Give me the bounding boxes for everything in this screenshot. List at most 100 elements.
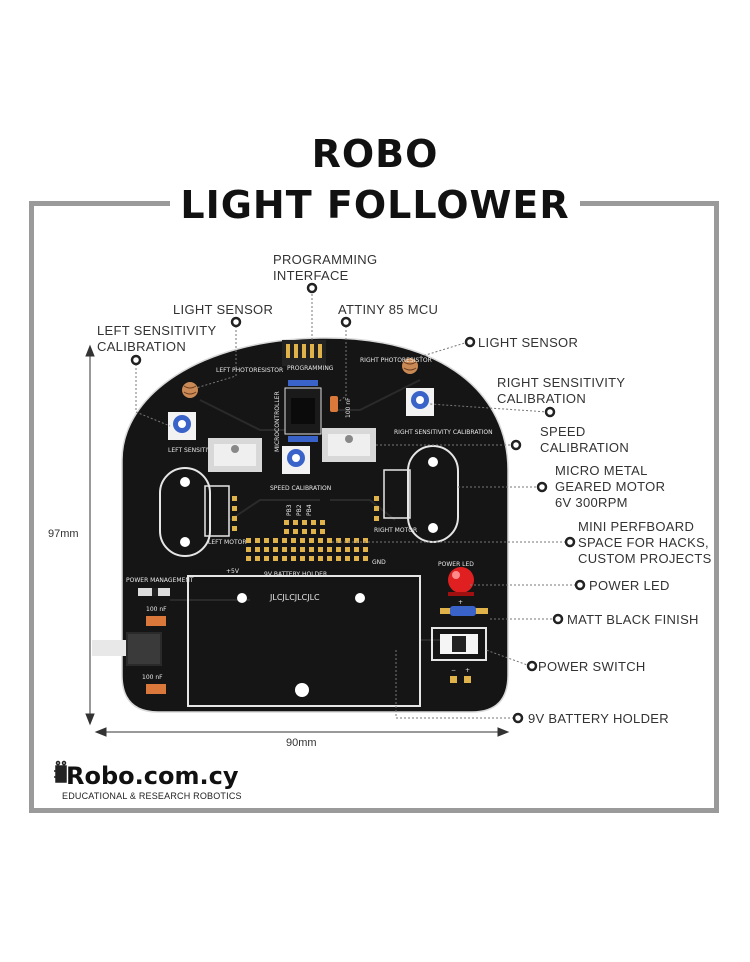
right-motor-driver xyxy=(322,428,376,462)
pcb-led-plus: + xyxy=(458,599,463,606)
width-dimension xyxy=(94,727,510,737)
pcb-cap3: 100 nF xyxy=(345,397,352,418)
perfboard-hole xyxy=(302,529,307,534)
label-speed-line-1: SPEED xyxy=(540,424,586,439)
speed-pot xyxy=(282,446,310,474)
label-battery: 9V BATTERY HOLDER xyxy=(528,711,669,726)
label-motor-line-1: MICRO METAL xyxy=(555,463,648,478)
dot-motor xyxy=(536,481,548,493)
label-speed-line-2: CALIBRATION xyxy=(540,440,630,455)
power-management-components xyxy=(138,588,170,694)
pcb-battery-holder: 9V BATTERY HOLDER xyxy=(264,571,327,578)
perfboard-hole xyxy=(320,529,325,534)
left-motor-mount xyxy=(159,467,230,557)
perfboard-hole xyxy=(300,547,305,552)
perfboard-hole xyxy=(318,538,323,543)
left-pot xyxy=(168,412,196,440)
perfboard-hole xyxy=(345,547,350,552)
label-perfboard-line-3: CUSTOM PROJECTS xyxy=(578,551,712,566)
label-motor: MICRO METAL GEARED MOTOR 6V 300RPM xyxy=(555,463,665,511)
left-motor-driver xyxy=(208,438,262,472)
perfboard-hole xyxy=(282,556,287,561)
dot-power-switch xyxy=(526,660,538,672)
label-left-sensitivity-line-2: CALIBRATION xyxy=(97,339,187,354)
label-programming-line-2: INTERFACE xyxy=(273,268,349,283)
label-perfboard-line-1: MINI PERFBOARD xyxy=(578,519,695,534)
pcb-cap2: 100 nF xyxy=(142,674,163,681)
perfboard-hole xyxy=(345,556,350,561)
perfboard-hole xyxy=(318,556,323,561)
perfboard-hole xyxy=(318,547,323,552)
perfboard-hole xyxy=(273,547,278,552)
perfboard-hole xyxy=(300,556,305,561)
pcb-left-motor: LEFT MOTOR xyxy=(208,539,247,546)
robo-logo-icon xyxy=(54,760,67,783)
perfboard xyxy=(246,520,368,561)
perfboard-hole xyxy=(264,547,269,552)
dot-programming xyxy=(306,282,318,294)
perfboard-hole xyxy=(255,556,260,561)
perfboard-hole xyxy=(291,547,296,552)
perfboard-hole xyxy=(264,556,269,561)
pcb-programming: PROGRAMMING xyxy=(287,365,334,372)
label-speed: SPEED CALIBRATION xyxy=(540,424,629,456)
pcb-power-led: POWER LED xyxy=(438,561,474,568)
perfboard-hole xyxy=(273,556,278,561)
perfboard-hole xyxy=(282,538,287,543)
label-programming-line-1: PROGRAMMING xyxy=(273,252,378,267)
label-power-led: POWER LED xyxy=(589,578,670,593)
dot-battery xyxy=(512,712,524,724)
leader-lines xyxy=(135,290,580,719)
dot-speed xyxy=(510,439,522,451)
logo-tagline: EDUCATIONAL & RESEARCH ROBOTICS xyxy=(62,791,242,801)
label-right-sensitivity-line-1: RIGHT SENSITIVITY xyxy=(497,375,626,390)
label-matt-black: MATT BLACK FINISH xyxy=(567,612,699,627)
led-resistor xyxy=(440,606,488,616)
perfboard-hole xyxy=(327,538,332,543)
label-right-sensitivity-line-2: CALIBRATION xyxy=(497,391,587,406)
perfboard-hole xyxy=(354,547,359,552)
perfboard-hole xyxy=(246,556,251,561)
perfboard-hole xyxy=(284,529,289,534)
pcb-pin-pb2: PB2 xyxy=(296,504,303,516)
perfboard-hole xyxy=(291,556,296,561)
label-power-switch: POWER SWITCH xyxy=(538,659,646,674)
pcb-jlc: JLCJLCJLCJLC xyxy=(269,593,320,602)
pcb-power-management: POWER MANAGEMENT xyxy=(126,577,194,584)
label-right-sensitivity: RIGHT SENSITIVITY CALIBRATION xyxy=(497,375,625,407)
perfboard-hole xyxy=(336,556,341,561)
logo-name: Robo.com.cy xyxy=(66,762,239,790)
label-motor-line-3: 6V 300RPM xyxy=(555,495,628,510)
dot-left-sensitivity xyxy=(130,354,142,366)
perfboard-hole xyxy=(264,538,269,543)
perfboard-hole xyxy=(309,538,314,543)
pcb-minus: − xyxy=(451,667,456,674)
perfboard-hole xyxy=(293,529,298,534)
title-line-2-text: LIGHT FOLLOWER xyxy=(170,183,580,227)
dimension-height: 97mm xyxy=(48,528,79,540)
battery-holder xyxy=(187,575,421,707)
label-programming: PROGRAMMING INTERFACE xyxy=(273,252,377,284)
perfboard-hole xyxy=(246,538,251,543)
programming-header xyxy=(282,340,326,366)
dot-matt-black xyxy=(552,613,564,625)
perfboard-hole xyxy=(363,538,368,543)
right-pot xyxy=(406,388,434,416)
perfboard-hole xyxy=(354,556,359,561)
label-left-sensitivity-line-1: LEFT SENSITIVITY xyxy=(97,323,217,338)
perfboard-hole xyxy=(363,547,368,552)
perfboard-hole xyxy=(255,538,260,543)
right-photoresistor xyxy=(402,358,418,374)
perfboard-hole xyxy=(309,547,314,552)
pcb-gnd: GND xyxy=(372,559,386,566)
perfboard-hole xyxy=(309,556,314,561)
power-led-component xyxy=(448,567,474,596)
perfboard-hole xyxy=(302,520,307,525)
label-left-sensitivity: LEFT SENSITIVITY CALIBRATION xyxy=(97,323,216,355)
dot-perfboard xyxy=(564,536,576,548)
title-line-1: ROBO xyxy=(311,132,439,176)
perfboard-hole xyxy=(327,547,332,552)
perfboard-hole xyxy=(293,520,298,525)
pcb-speed: SPEED CALIBRATION xyxy=(270,485,331,492)
